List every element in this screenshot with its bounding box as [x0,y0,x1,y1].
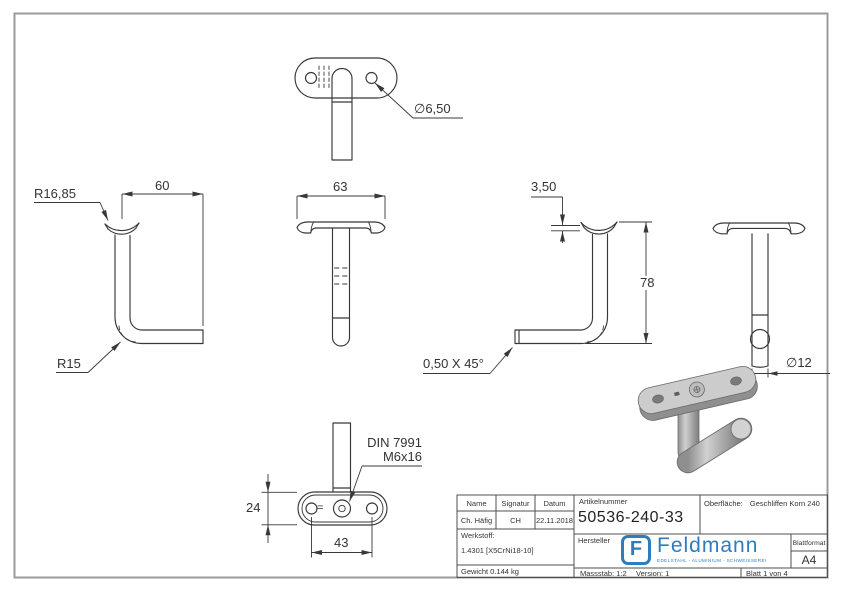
hersteller-label: Hersteller [578,536,611,545]
screw-note: DIN 7991 M6x16 [352,436,422,464]
saddle-thickness-label: 3,50 [531,179,557,194]
datum-header: Datum [543,499,566,508]
equals-mark: = [317,502,324,514]
arm-length-label: 60 [155,178,170,193]
plate-width-label: 24 [246,500,261,515]
blattformat-value: A4 [801,553,817,567]
hole-diameter-label: ∅6,50 [414,101,451,116]
name-header: Name [466,499,487,508]
tube-diameter-label: ∅12 [786,355,812,370]
version-value: Version: 1 [636,569,670,578]
logo-name: Feldmann [657,534,759,557]
gewicht-value: Gewicht 0.144 kg [461,567,519,576]
signatur-value: CH [510,516,521,525]
signatur-header: Signatur [501,499,530,508]
screw-standard-label: DIN 7991 [367,435,422,450]
saddle-width-label: 63 [333,179,348,194]
datum-value: 22.11.2018 [536,516,573,525]
artikelnummer-value: 50536-240-33 [578,509,684,526]
saddle-radius-label: R16,85 [34,186,76,201]
oberflaeche-value: Geschliffen Korn 240 [749,499,820,508]
hole-spacing-label: 43 [334,535,349,550]
blattformat-label: Blattformat [792,540,826,547]
isometric-model [637,366,758,474]
werkstoff-label: Werkstoff: [461,531,495,540]
height-label: 78 [638,275,657,290]
logo-mark: F [621,535,651,565]
title-block-grid [456,494,828,578]
logo-tagline: EDELSTAHL - ALUMINIUM - SCHWEISSEREI [657,558,767,563]
manufacturer-logo: F Feldmann EDELSTAHL - ALUMINIUM - SCHWE… [621,535,767,565]
oberflaeche-label: Oberfläche: [704,499,743,508]
name-value: Ch. Häfig [460,516,493,525]
blatt-value: Blatt 1 von 4 [746,569,788,578]
screw-size-label: M6x16 [382,449,422,464]
massstab-value: Massstab: 1:2 [580,569,627,578]
artikelnummer-label: Artikelnummer [579,497,628,506]
chamfer-label: 0,50 X 45° [423,356,484,371]
oberflaeche-row: Oberfläche: Geschliffen Korn 240 [704,499,820,508]
werkstoff-value: 1.4301 [X5CrNi18-10] [461,546,534,555]
sheet-border [13,12,829,579]
bend-radius-label: R15 [57,356,81,371]
